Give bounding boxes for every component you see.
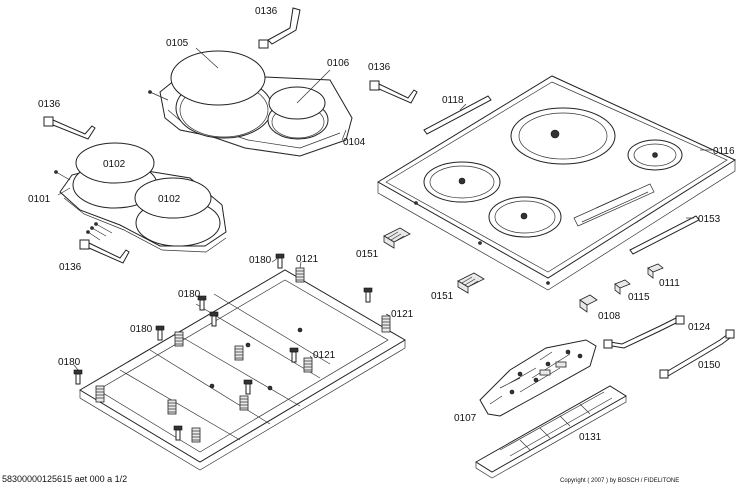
label-0101: 0101 — [28, 194, 51, 205]
part-0153-trim-strip — [629, 215, 700, 255]
label-0180-second: 0180 — [178, 289, 201, 300]
label-0131: 0131 — [579, 432, 602, 443]
part-0107-control-board — [479, 339, 597, 417]
document-id: 58300000125615 aet 000 a 1/2 — [2, 474, 127, 484]
part-0121-springs — [95, 267, 391, 443]
part-0111-connector — [647, 263, 664, 279]
label-0116: 0116 — [713, 146, 735, 157]
copyright-notice: Copyright ( 2007 ) by BOSCH / FIDELITONE — [560, 478, 679, 484]
label-0105: 0105 — [166, 38, 189, 49]
label-0136-left: 0136 — [38, 99, 61, 110]
label-0136-lower: 0136 — [59, 262, 82, 273]
part-0151-bracket-lower — [457, 272, 485, 294]
part-0131-cover — [475, 385, 627, 479]
label-0180-third: 0180 — [130, 324, 153, 335]
part-0150-cable — [659, 329, 735, 379]
label-0136-mid: 0136 — [368, 62, 391, 73]
part-0101-heating-element-carrier — [54, 142, 227, 253]
part-0124-cable — [603, 315, 685, 349]
part-0116-glass-ceramic-top — [377, 75, 737, 291]
label-0106: 0106 — [327, 58, 350, 69]
label-0104: 0104 — [343, 137, 366, 148]
label-0121-right: 0121 — [391, 309, 414, 320]
label-0108: 0108 — [598, 311, 621, 322]
label-0115: 0115 — [628, 292, 650, 303]
part-0118-trim-strip — [423, 95, 492, 135]
part-0108-terminal-block — [579, 294, 598, 313]
part-0136-clip-mid — [369, 80, 418, 104]
label-0102-first: 0102 — [103, 159, 126, 170]
label-0107: 0107 — [454, 413, 477, 424]
label-0151-upper: 0151 — [356, 249, 379, 260]
label-0124: 0124 — [688, 322, 711, 333]
label-0180-bottom: 0180 — [58, 357, 81, 368]
part-0136-clip-lower — [79, 239, 130, 264]
label-0180-top: 0180 — [249, 255, 272, 266]
part-0180-feet — [73, 253, 373, 441]
label-0102-second: 0102 — [158, 194, 181, 205]
label-0136-top: 0136 — [255, 6, 278, 17]
label-0121-center: 0121 — [313, 350, 336, 361]
label-0121-top: 0121 — [296, 254, 319, 265]
part-0115-connector — [614, 279, 631, 295]
label-0118: 0118 — [442, 95, 464, 106]
part-0151-bracket-upper — [383, 227, 411, 249]
part-0104-heating-element-carrier — [148, 50, 353, 157]
label-0150: 0150 — [698, 360, 721, 371]
label-0151-lower: 0151 — [431, 291, 454, 302]
part-0136-clip-top — [258, 7, 301, 49]
part-0136-clip-left — [43, 116, 96, 140]
housing-frame — [79, 269, 406, 471]
label-0111: 0111 — [659, 278, 680, 289]
label-0153: 0153 — [698, 214, 721, 225]
